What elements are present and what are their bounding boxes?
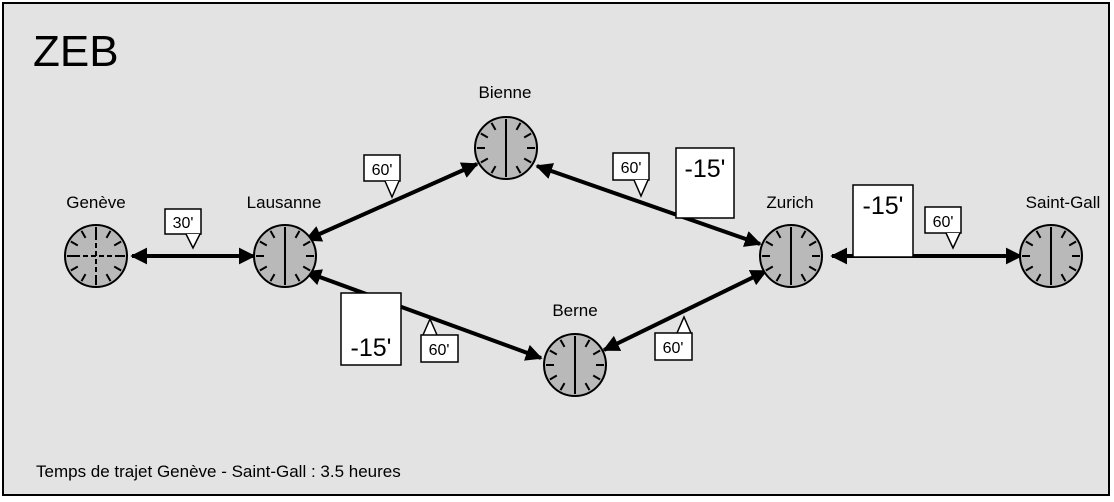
clock-tick [559,382,566,391]
clock-tick [775,273,782,282]
clock-tick [584,382,591,391]
station-labels: Genève Lausanne Bienne Berne Zurich Sain… [66,83,1100,320]
clock-tick [559,339,566,348]
svg-text:60': 60' [933,214,954,231]
clock-tick [808,265,817,272]
svg-text:-15': -15' [351,334,392,362]
clock-tick [1025,240,1034,247]
clock-tick [480,132,489,139]
clock-tick [105,273,112,282]
clock-icon-zurich [759,224,823,288]
clock-tick [765,265,774,272]
clock-tick [113,240,122,247]
clock-tick [549,374,558,381]
diagram-title: ZEB [33,27,119,76]
clock-tick [70,265,79,272]
clock-tick [523,157,532,164]
clock-tick [808,240,817,247]
svg-text:60': 60' [621,160,642,177]
time-tag-berne-zurich: 60' [654,315,693,361]
label-zurich: Zurich [766,193,813,212]
clock-tick [490,165,497,174]
adjustment-tag-bienne-zurich: -15' [675,147,735,219]
time-tag-geneve-lausanne: 30' [164,208,202,250]
clock-tick [302,240,311,247]
clock-tick [80,230,87,239]
clock-tick [294,273,301,282]
clock-tick [775,230,782,239]
clock-tick [113,265,122,272]
clock-tick [1068,265,1077,272]
clock-tick [1068,240,1077,247]
clock-tick [70,240,79,247]
time-tag-lausanne-bienne: 60' [363,154,401,199]
label-berne: Berne [552,301,597,320]
clock-icon-berne [543,333,607,397]
adjustment-tag-zurich-saint-gall: -15' [852,184,914,258]
clock-tick [800,230,807,239]
clock-tick [584,339,591,348]
label-geneve: Genève [66,193,126,212]
svg-text:30': 30' [173,215,194,232]
clock-tick [259,265,268,272]
clock-icon-bienne [474,116,538,180]
clock-tick [1035,273,1042,282]
label-lausanne: Lausanne [247,193,322,212]
label-saint-gall: Saint-Gall [1026,193,1101,212]
time-tag-bienne-zurich: 60' [612,152,650,198]
time-tag-lausanne-berne: 60' [420,317,459,363]
link-bienne-zurich [535,163,762,247]
clock-tick [480,157,489,164]
link-berne-zurich [602,269,768,352]
travel-time-tags: 30' 60' 60' -15' -15' 60' [164,147,962,366]
clock-icon-lausanne [253,224,317,288]
clock-tick [515,122,522,131]
svg-text:60': 60' [429,342,450,359]
link-lausanne-bienne [304,162,479,242]
clock-tick [592,374,601,381]
travel-time-summary: Temps de trajet Genève - Saint-Gall : 3.… [36,462,401,481]
label-bienne: Bienne [479,83,532,102]
clock-tick [515,165,522,174]
time-tag-zurich-saint-gall: 60' [924,206,962,250]
clock-tick [592,349,601,356]
diagram-panel [2,2,1110,496]
clock-tick [80,273,87,282]
clock-tick [1060,273,1067,282]
clock-tick [549,349,558,356]
svg-text:-15': -15' [685,155,726,183]
clock-tick [269,230,276,239]
clock-tick [1025,265,1034,272]
clock-tick [294,230,301,239]
station-nodes [64,116,1083,397]
clock-tick [523,132,532,139]
svg-text:60': 60' [663,340,684,357]
clock-tick [490,122,497,131]
clock-tick [105,230,112,239]
clock-tick [1035,230,1042,239]
svg-text:60': 60' [372,162,393,179]
clock-tick [765,240,774,247]
link-lausanne-berne [304,269,543,361]
clock-tick [800,273,807,282]
clock-tick [269,273,276,282]
clock-icon-saint-gall [1019,224,1083,288]
adjustment-tag-lausanne-berne: -15' [340,292,402,366]
svg-text:-15': -15' [863,192,904,220]
clock-tick [259,240,268,247]
clock-icon-geneve [64,224,128,288]
clock-tick [1060,230,1067,239]
clock-tick [302,265,311,272]
